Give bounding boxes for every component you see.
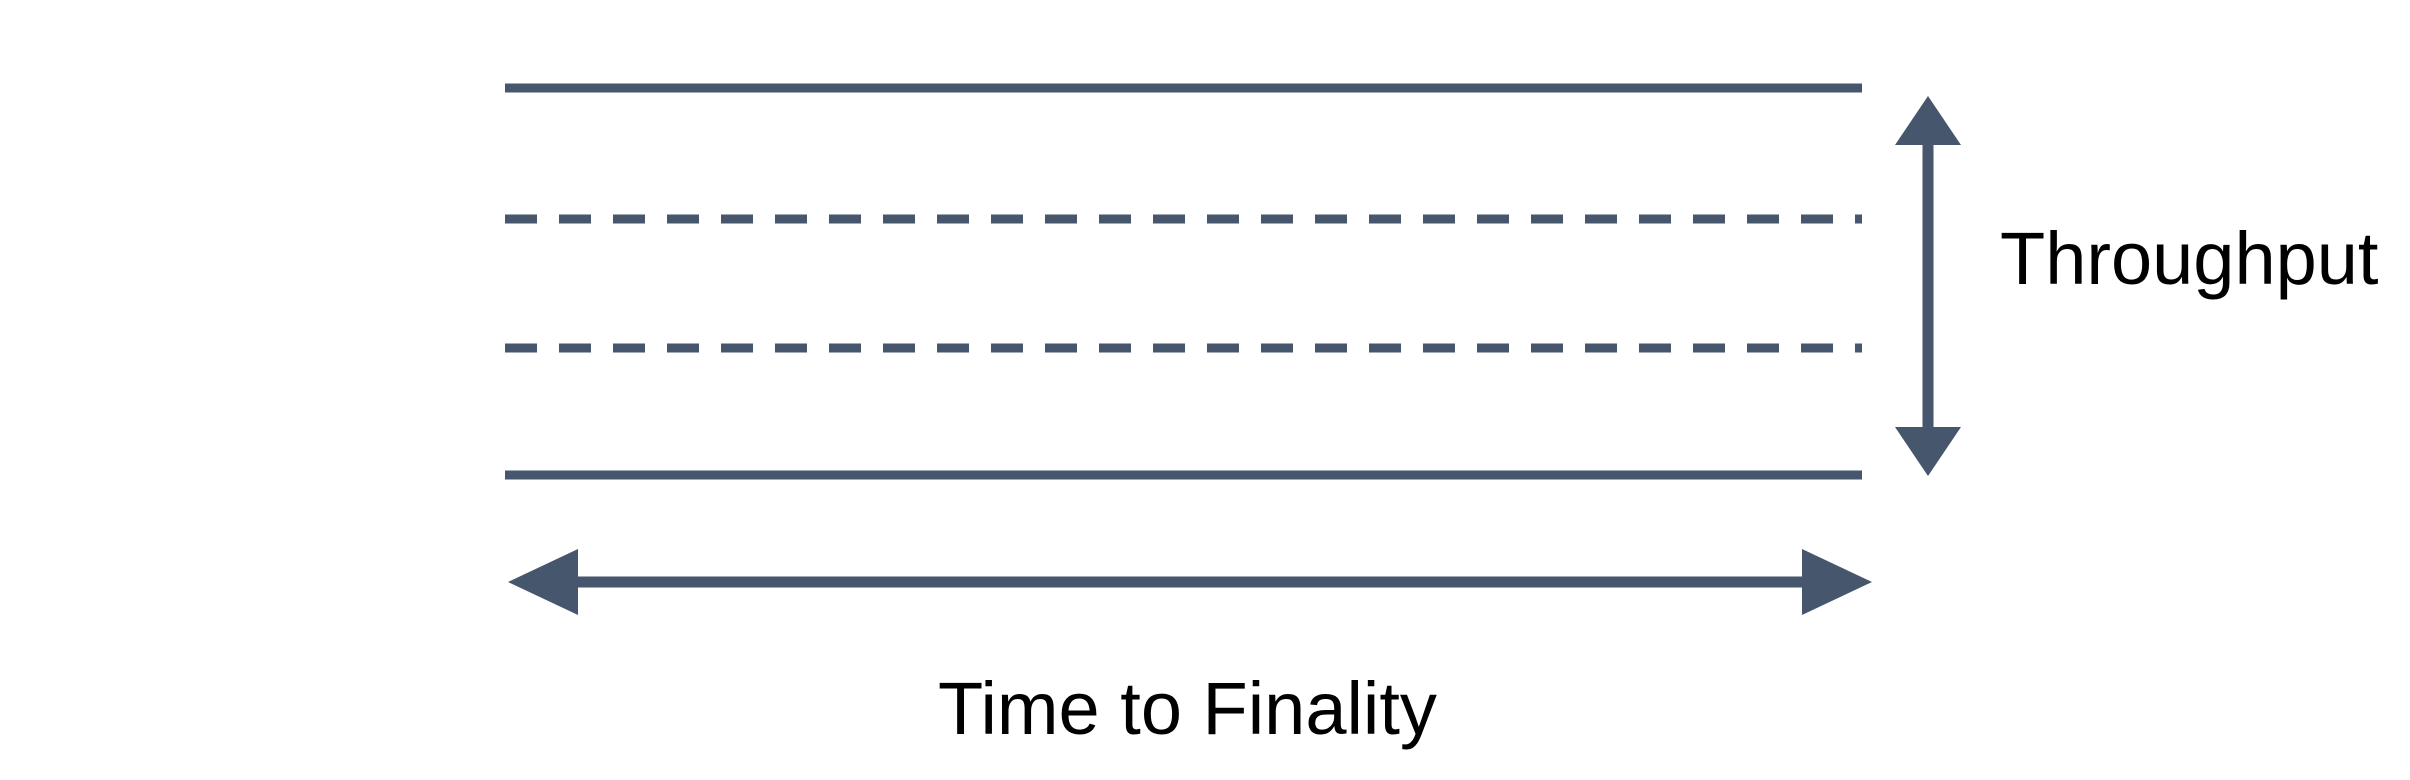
throughput-axis-label: Throughput xyxy=(2000,217,2379,300)
lane-lines-group xyxy=(505,83,1862,480)
time-to-finality-axis-label: Time to Finality xyxy=(938,667,1437,750)
double-headed-vertical-arrow-icon xyxy=(1895,96,1961,476)
double-headed-horizontal-arrow-icon xyxy=(508,549,1872,615)
